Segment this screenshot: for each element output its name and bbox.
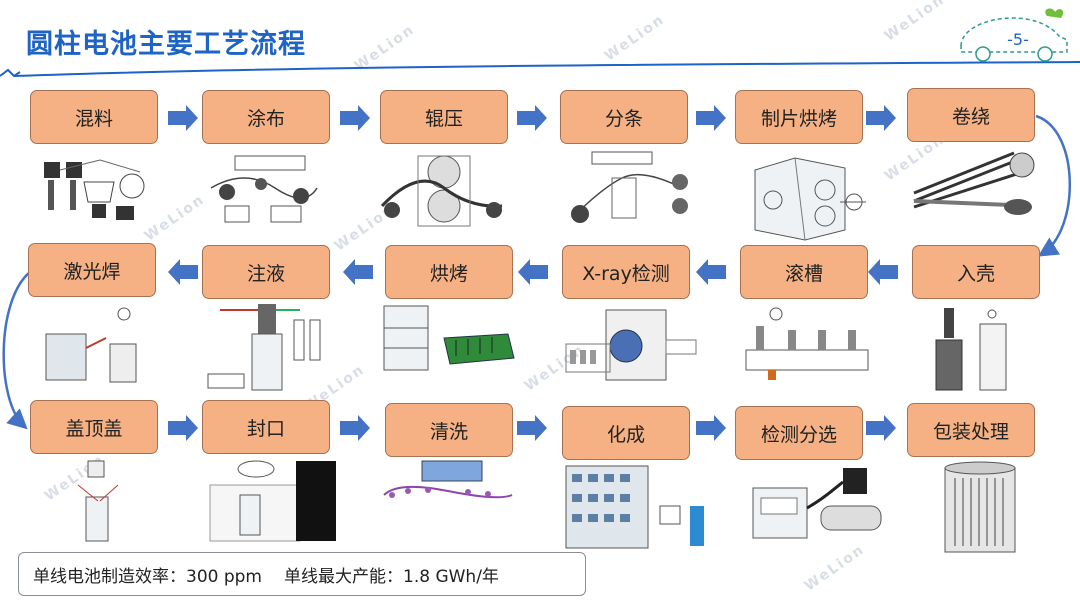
step-packaging: 包装处理 [907, 403, 1035, 457]
sealing-illustration [209, 460, 336, 542]
step-sealing: 封口 [202, 400, 330, 454]
step-formation: 化成 [562, 406, 690, 460]
electrode-reel-icon [840, 193, 866, 211]
step-capping: 盖顶盖 [30, 400, 158, 454]
step-xray: X-ray检测 [562, 245, 690, 299]
step-injection: 注液 [202, 245, 330, 299]
battery-cross-section-illustration [944, 461, 1016, 553]
header-divider [0, 61, 1080, 78]
step-testing-sorting: 检测分选 [735, 406, 863, 460]
capping-illustration [77, 460, 119, 542]
grooving-illustration [745, 307, 869, 380]
slitting-illustration [571, 151, 688, 223]
injection-illustration [207, 304, 321, 391]
step-rolling: 辊压 [380, 90, 508, 144]
laser-welding-illustration [45, 307, 137, 383]
step-tab-baking: 制片烘烤 [735, 90, 863, 144]
step-baking: 烘烤 [385, 245, 513, 299]
step-grooving: 滚槽 [740, 245, 868, 299]
page-title: 圆柱电池主要工艺流程 [26, 29, 306, 60]
step-laser-welding: 激光焊 [28, 243, 156, 297]
car-logo-icon [960, 8, 1068, 62]
production-capacity-box: 单线电池制造效率：300 ppm 单线最大产能：1.8 GWh/年 [18, 552, 586, 596]
rolling-illustration [380, 155, 503, 227]
winding-illustration [913, 151, 1035, 215]
baking-oven-illustration [754, 157, 846, 241]
coating-illustration [210, 155, 318, 223]
testing-sorting-illustration [752, 468, 882, 539]
step-cleaning: 清洗 [385, 403, 513, 457]
step-coating: 涂布 [202, 90, 330, 144]
step-mixing: 混料 [30, 90, 158, 144]
step-winding: 卷绕 [907, 88, 1035, 142]
capacity-text: 单线最大产能：1.8 GWh/年 [284, 566, 499, 587]
cleaning-illustration [383, 460, 513, 499]
efficiency-text: 单线电池制造效率：300 ppm [33, 566, 262, 587]
xray-illustration [565, 309, 697, 381]
step-casing: 入壳 [912, 245, 1040, 299]
formation-illustration [565, 465, 704, 549]
step-slitting: 分条 [560, 90, 688, 144]
mixing-illustration [44, 159, 145, 220]
baking-rack-illustration [383, 305, 515, 371]
page-number: -5- [1007, 30, 1029, 49]
casing-illustration [935, 308, 1007, 391]
